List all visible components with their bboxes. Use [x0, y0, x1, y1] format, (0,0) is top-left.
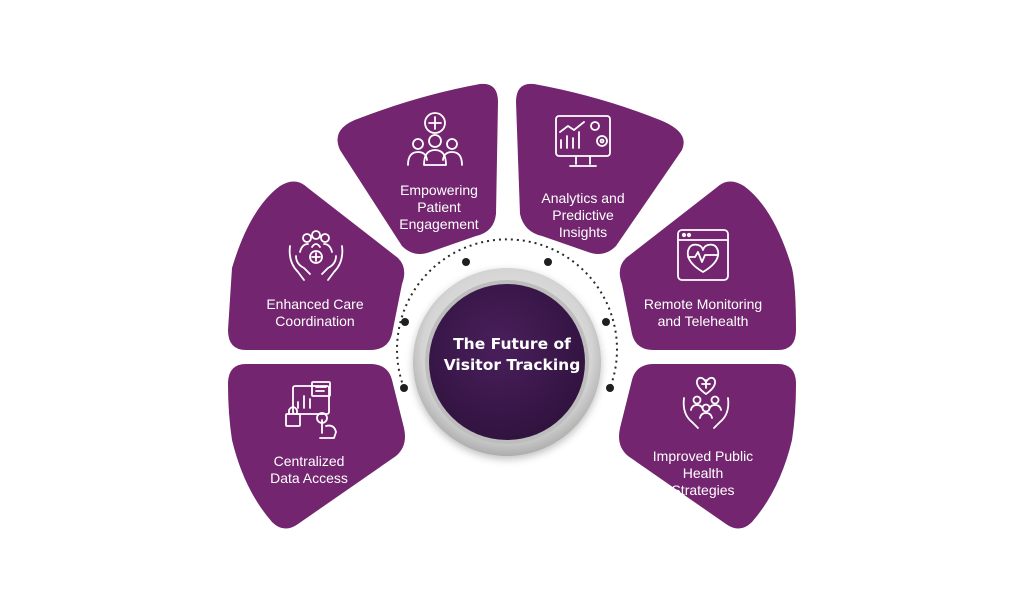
label-empowering-patient-engagement: Empowering Patient Engagement — [399, 182, 479, 232]
segment-empowering — [337, 83, 498, 255]
secure-data-icon — [285, 381, 337, 439]
label-remote-monitoring-telehealth: Remote Monitoring and Telehealth — [643, 296, 763, 329]
center-title: The Future of Visitor Tracking — [443, 335, 581, 374]
segment-analytics — [516, 83, 684, 255]
arc-dot — [462, 258, 470, 266]
telehealth-tablet-icon — [677, 229, 729, 281]
segment-enhanced — [228, 181, 405, 350]
segment-public — [619, 364, 796, 529]
center-disc — [429, 284, 585, 440]
arc-dot — [544, 258, 552, 266]
label-enhanced-care-coordination: Enhanced Care Coordination — [266, 296, 364, 329]
arc-dot — [606, 384, 614, 392]
arc-dot — [602, 318, 610, 326]
public-health-icon — [682, 376, 730, 429]
medical-team-icon — [407, 112, 463, 166]
analytics-monitor-icon — [555, 115, 611, 167]
label-centralized-data-access: Centralized Data Access — [270, 453, 348, 486]
segment-remote — [619, 181, 796, 350]
arc-dot — [400, 384, 408, 392]
segment-centralized — [228, 364, 405, 529]
label-improved-public-health: Improved Public Health Strategies — [652, 448, 754, 498]
label-analytics-predictive-insights: Analytics and Predictive Insights — [541, 190, 625, 240]
care-hands-icon — [288, 230, 344, 281]
arc-dot — [401, 318, 409, 326]
